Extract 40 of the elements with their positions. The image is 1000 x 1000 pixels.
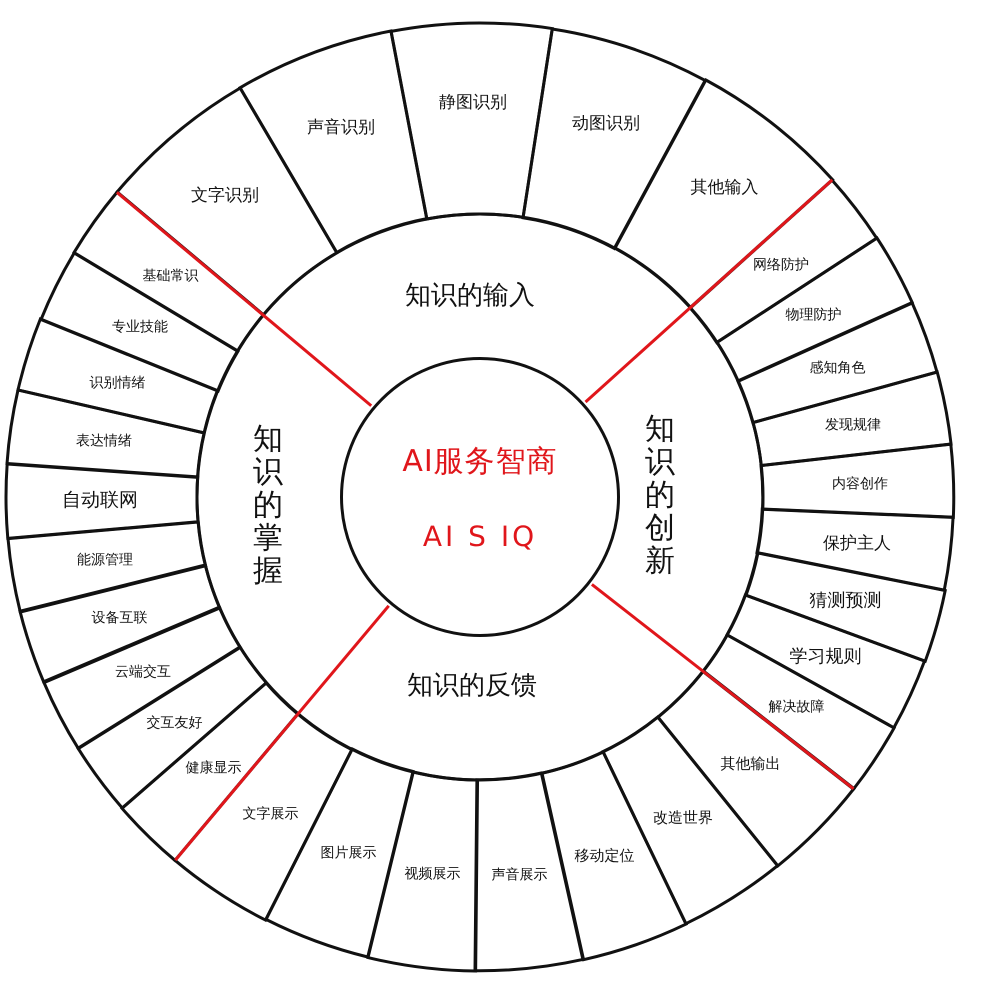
segment-label: 保护主人: [823, 532, 892, 554]
segment-label: 设备互联: [92, 608, 148, 627]
segment-label: 物理防护: [785, 306, 842, 324]
segment-label: 解决故障: [768, 698, 825, 716]
segment-label: 图片展示: [320, 844, 376, 862]
segment-label: 移动定位: [574, 846, 635, 866]
segment-label: 文字展示: [242, 805, 299, 824]
segment-label: 猜测预测: [810, 589, 882, 612]
segment-label: 交互友好: [146, 714, 203, 732]
center-title: AI服务智商: [402, 443, 558, 481]
segment-label: 能源管理: [77, 550, 134, 569]
center-subtitle: AI S IQ: [422, 520, 538, 553]
segment-label: 声音识别: [307, 116, 375, 139]
segment-label: 网络防护: [753, 256, 810, 274]
segment-label: 声音展示: [492, 866, 548, 884]
ring-segment: [687, 176, 880, 346]
ring-segment: [388, 20, 556, 222]
ring-segment: [758, 440, 957, 520]
segment-label: 发现规律: [825, 416, 882, 434]
segment-label: 表达情绪: [76, 432, 132, 450]
quadrant-label: 知识的掌握: [253, 422, 283, 588]
segment-label: 动图识别: [572, 112, 640, 134]
segment-label: 感知角色: [810, 359, 866, 378]
segment-label: 识别情绪: [90, 374, 146, 392]
segment-label: 基础常识: [142, 267, 199, 286]
segment-label: 文字识别: [191, 184, 260, 207]
segment-label: 健康显示: [186, 759, 242, 778]
quadrant-label: 知识的输入: [405, 278, 535, 312]
segment-label: 视频展示: [404, 865, 461, 884]
segment-label: 其他输出: [720, 754, 781, 774]
segment-label: 其他输入: [690, 176, 758, 198]
segment-label: 自动联网: [62, 488, 138, 514]
quadrant-label: 知识的创新: [645, 412, 675, 578]
segment-label: 静图识别: [439, 92, 508, 114]
segment-label: 云端交互: [114, 663, 171, 682]
quadrant-label: 知识的反馈: [407, 668, 537, 702]
segment-label: 学习规则: [789, 644, 862, 668]
segment-label: 专业技能: [112, 318, 168, 336]
segment-label: 内容创作: [832, 474, 888, 493]
segment-label: 改造世界: [652, 808, 713, 828]
